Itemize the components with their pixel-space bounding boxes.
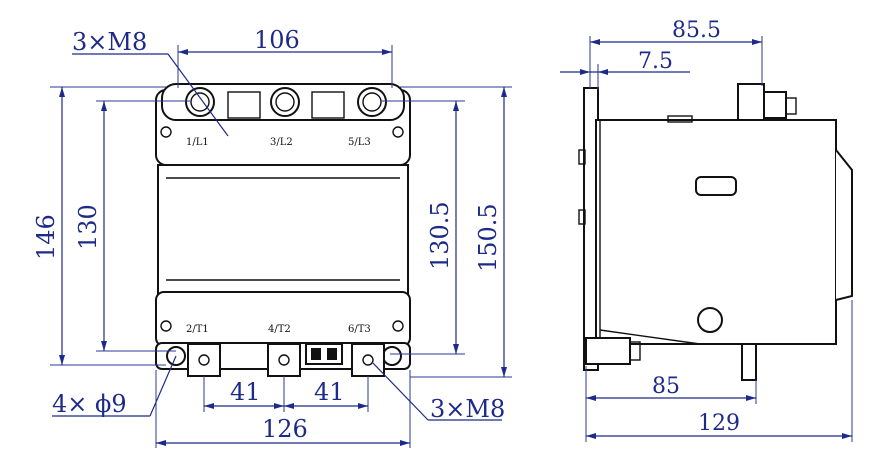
arrow-7-5-right <box>598 69 608 75</box>
side-top-bracket <box>667 115 693 123</box>
arrow-85-right <box>746 395 756 401</box>
side-dimensions: 85.5 7.5 85 129 <box>560 18 853 442</box>
arrow-130-bottom <box>101 341 107 351</box>
side-round-hole <box>697 307 723 333</box>
terminal-label-6: 6/T3 <box>348 324 371 335</box>
dim-thread-bottom: 3×M8 <box>430 395 505 423</box>
dim-85: 85 <box>652 374 680 399</box>
terminal-label-4: 4/T2 <box>268 324 291 335</box>
arrow-85-left <box>586 395 596 401</box>
front-lower-terminal-block <box>155 291 411 347</box>
corner-screw-lower-right <box>392 320 404 332</box>
arrow-130-5-bottom <box>453 344 459 354</box>
terminal-screw-l1-inner <box>190 92 210 112</box>
side-plate-clip-lower <box>578 209 586 225</box>
corner-screw-upper-right <box>392 126 404 138</box>
corner-screw-lower-left <box>160 320 172 332</box>
terminal-screw-l3-inner <box>362 92 382 112</box>
side-housing-rear-step <box>835 149 853 301</box>
arrow-130-top <box>101 101 107 111</box>
side-bottom-lug <box>741 343 757 381</box>
bottom-lug-t3 <box>351 343 385 377</box>
dim-41-left: 41 <box>230 378 261 406</box>
front-upper-corner-screws <box>160 126 404 138</box>
side-bottom-terminal-nut <box>629 341 641 361</box>
bottom-lug-t1 <box>187 343 221 377</box>
bottom-lug-t3-hole <box>362 354 374 366</box>
arrow-85-5-left <box>590 39 600 45</box>
terminal-screw-l2 <box>270 87 300 117</box>
arrow-150-5-top <box>501 87 507 97</box>
arrow-7-5-left <box>580 69 590 75</box>
side-base-slope <box>599 329 701 345</box>
leader-thread-bottom <box>371 361 429 421</box>
arrow-106-right <box>382 49 392 55</box>
terminal-label-1: 1/L1 <box>186 137 209 148</box>
arrow-129-right <box>842 433 852 439</box>
dim-thread-top: 3×M8 <box>72 28 147 56</box>
side-top-terminal-nut <box>763 91 787 119</box>
side-view <box>578 83 853 381</box>
terminal-screw-l2-inner <box>275 92 295 112</box>
leader-mount-holes <box>149 355 177 417</box>
side-bottom-terminal <box>585 337 631 365</box>
terminal-label-3: 3/L2 <box>270 137 293 148</box>
side-top-terminal <box>737 83 765 121</box>
mount-hole-right <box>382 346 402 366</box>
terminal-label-2: 2/T1 <box>186 324 209 335</box>
side-plate-clip-upper <box>578 149 586 165</box>
leader-thread-top <box>167 53 229 137</box>
dim-146: 146 <box>32 214 60 260</box>
arrow-85-5-right <box>752 39 762 45</box>
side-top-terminal-bolt <box>785 97 797 115</box>
front-dimensions: 106 3×M8 146 130 130.5 150.5 <box>32 26 512 448</box>
side-handle-slot <box>695 176 737 196</box>
aux-block-contact-2 <box>327 348 337 360</box>
arrow-106-left <box>178 49 188 55</box>
arrow-126-right <box>400 440 410 446</box>
dim-126: 126 <box>262 415 308 443</box>
arrow-126-left <box>156 440 166 446</box>
arrow-41-mid-right <box>284 403 294 409</box>
dim-130: 130 <box>74 204 102 250</box>
dim-150-5: 150.5 <box>474 203 502 272</box>
dim-129: 129 <box>698 411 740 436</box>
front-top-separator-1 <box>227 91 261 119</box>
arrow-146-top <box>59 87 65 97</box>
bottom-lug-t2-hole <box>278 354 290 366</box>
terminal-screw-l1 <box>185 87 215 117</box>
front-top-screws <box>185 87 387 117</box>
dim-85-5: 85.5 <box>672 18 721 43</box>
aux-block-contact-1 <box>311 348 321 360</box>
front-middle-body <box>157 164 409 296</box>
arrow-150-5-bottom <box>501 367 507 377</box>
dim-130-5: 130.5 <box>426 201 454 270</box>
dim-7-5: 7.5 <box>638 49 673 74</box>
front-view: 1/L1 3/L2 5/L3 2/T1 4/T2 6/T3 <box>155 83 411 377</box>
front-lower-corner-screws <box>160 320 404 332</box>
terminal-screw-l3 <box>357 87 387 117</box>
side-housing <box>595 119 837 345</box>
dim-mount-holes: 4× ϕ9 <box>52 390 127 418</box>
arrow-41-right <box>358 403 368 409</box>
dim-106: 106 <box>254 26 300 54</box>
terminal-label-5: 5/L3 <box>348 137 371 148</box>
dim-41-right: 41 <box>314 378 345 406</box>
arrow-146-bottom <box>59 355 65 365</box>
arrow-129-left <box>586 433 596 439</box>
bottom-lug-t1-hole <box>198 354 210 366</box>
bottom-lug-t2 <box>267 343 301 377</box>
arrow-41-mid-left <box>274 403 284 409</box>
arrow-130-5-top <box>453 101 459 111</box>
corner-screw-upper-left <box>160 126 172 138</box>
front-top-separator-2 <box>311 91 345 119</box>
arrow-41-left <box>204 403 214 409</box>
